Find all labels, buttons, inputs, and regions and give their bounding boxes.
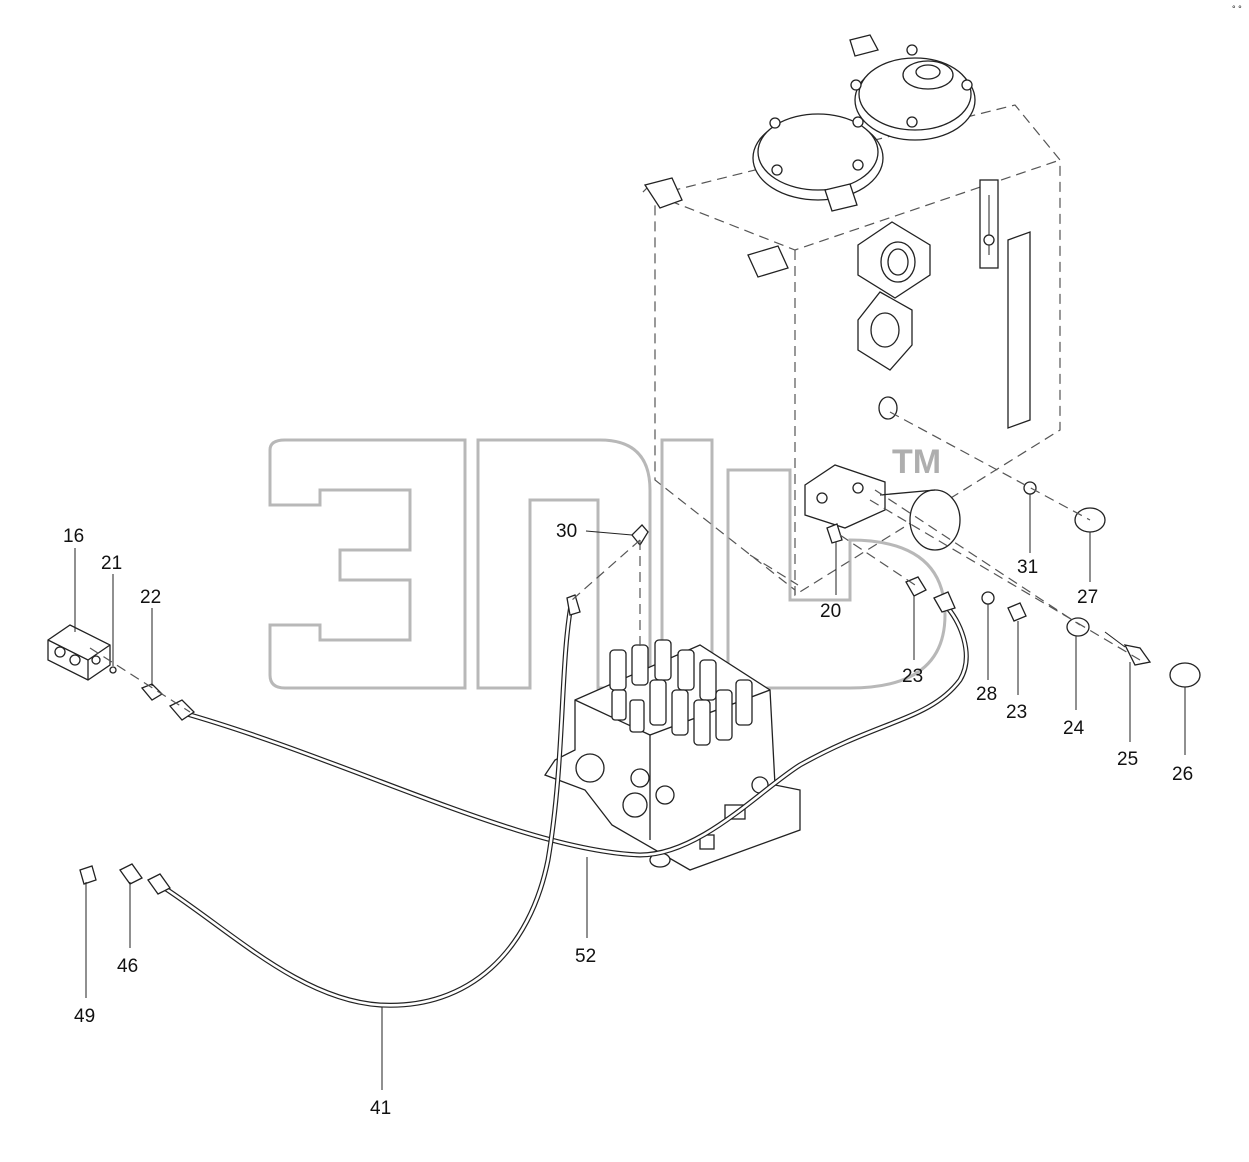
callout-46: 46 <box>117 956 138 977</box>
callout-23-left: 23 <box>902 666 923 687</box>
assembly-lines <box>89 411 1141 713</box>
callout-26: 26 <box>1172 764 1193 785</box>
tank-side-flange-upper <box>857 221 931 299</box>
callout-20: 20 <box>820 601 841 622</box>
corner-mark: ° ° <box>1232 4 1242 14</box>
fitting-16-block <box>47 624 111 681</box>
leader-lines <box>74 494 1186 1090</box>
tank-bracket-middle <box>747 245 789 278</box>
callout-30: 30 <box>556 521 577 542</box>
fitting-25-sensor <box>1104 631 1152 666</box>
tank-side-flange-lower <box>857 291 913 371</box>
callout-31: 31 <box>1017 557 1038 578</box>
control-valve-block <box>544 639 801 871</box>
fitting-23-left <box>905 576 927 597</box>
tank-port-block <box>804 464 961 551</box>
callout-49: 49 <box>74 1006 95 1027</box>
watermark-trademark: TM <box>892 443 941 481</box>
fitting-21-seal <box>109 666 117 674</box>
tank-top-cover-left <box>752 113 884 201</box>
fitting-23-right <box>1007 602 1027 622</box>
fitting-31-seal <box>1023 481 1037 495</box>
valve-spools <box>609 639 753 746</box>
callout-52: 52 <box>575 946 596 967</box>
hose-41-end-top <box>566 594 581 616</box>
watermark-logo: TM <box>268 438 947 690</box>
callout-41: 41 <box>370 1098 391 1119</box>
tank-drain-plug <box>878 396 898 420</box>
hose-41-end-left <box>147 873 171 895</box>
hose-52 <box>177 602 969 858</box>
hose-52-end-right <box>933 591 956 613</box>
fitting-28-oring <box>981 591 995 605</box>
fitting-20-nipple <box>826 523 843 544</box>
callout-labels: 16 21 22 30 20 23 23 28 24 25 26 27 31 5… <box>63 4 1242 1119</box>
level-sight-gauge <box>979 179 1031 429</box>
tank-bracket-top <box>824 183 858 212</box>
callout-25: 25 <box>1117 749 1138 770</box>
hose-52-end-left <box>168 699 196 721</box>
hose-41 <box>157 597 575 1008</box>
callout-16: 16 <box>63 526 84 547</box>
callout-23-right: 23 <box>1006 702 1027 723</box>
fitting-49-elbow <box>79 865 97 885</box>
callout-22: 22 <box>140 587 161 608</box>
callout-27: 27 <box>1077 587 1098 608</box>
fitting-46-tee <box>119 863 143 885</box>
fitting-26-cap <box>1169 662 1201 688</box>
callout-21: 21 <box>101 553 122 574</box>
callout-24: 24 <box>1063 718 1085 739</box>
fitting-24-nut <box>1066 617 1090 637</box>
tank-top-cover-right <box>849 34 976 141</box>
hydraulic-tank <box>639 34 1061 597</box>
callout-28: 28 <box>976 684 997 705</box>
tank-bracket-left <box>643 177 683 209</box>
